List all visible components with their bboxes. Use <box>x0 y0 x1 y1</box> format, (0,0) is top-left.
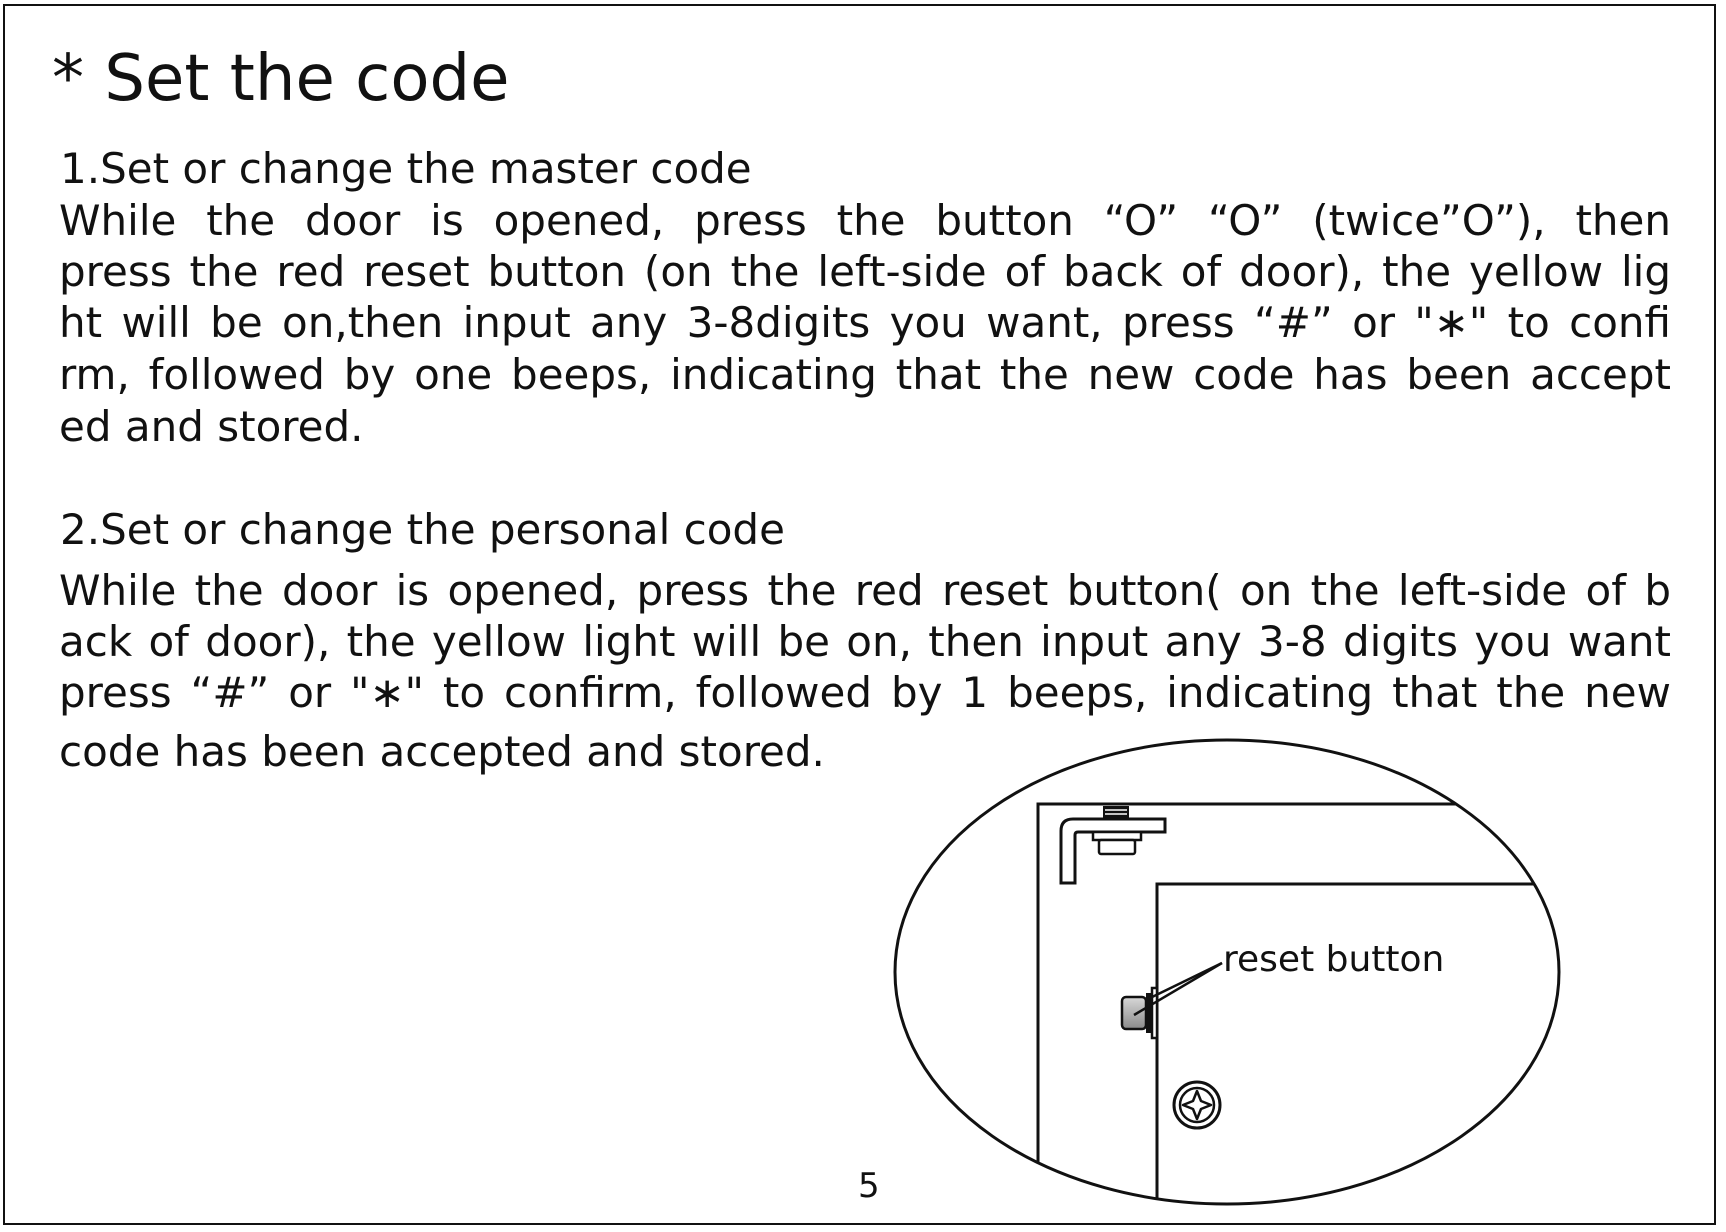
master-code-line-4: rm, followed by one beeps, indicating th… <box>59 350 1671 399</box>
reset-button-icon <box>1120 986 1159 1040</box>
master-code-line-3: ht will be on,then input any 3-8digits y… <box>59 298 1671 347</box>
master-code-line-1: While the door is opened, press the butt… <box>59 196 1671 245</box>
detail-ellipse <box>893 738 1561 1206</box>
page-frame <box>3 4 1716 1225</box>
callout-leader-line <box>1133 961 1223 1017</box>
page-number: 5 <box>858 1166 880 1206</box>
page-title: * Set the code <box>52 42 510 116</box>
personal-code-line-2: ack of door), the yellow light will be o… <box>59 617 1671 666</box>
callout-label: reset button <box>1223 939 1444 980</box>
personal-code-line-3: press “#” or "∗" to confirm, followed by… <box>59 668 1671 717</box>
door-frame-outline <box>1036 802 1559 1204</box>
door-panel-outline <box>1155 882 1559 1204</box>
master-code-line-2: press the red reset button (on the left-… <box>59 247 1671 296</box>
screw-icon <box>1172 1080 1222 1130</box>
section-heading-personal-code: 2.Set or change the personal code <box>60 505 785 554</box>
master-code-line-5: ed and stored. <box>59 402 364 451</box>
personal-code-line-1: While the door is opened, press the red … <box>59 566 1671 615</box>
section-heading-master-code: 1.Set or change the master code <box>60 144 752 193</box>
personal-code-line-4: code has been accepted and stored. <box>59 727 825 776</box>
reset-button-diagram: reset button <box>890 735 1565 1210</box>
hinge-bracket-icon <box>1059 806 1167 885</box>
